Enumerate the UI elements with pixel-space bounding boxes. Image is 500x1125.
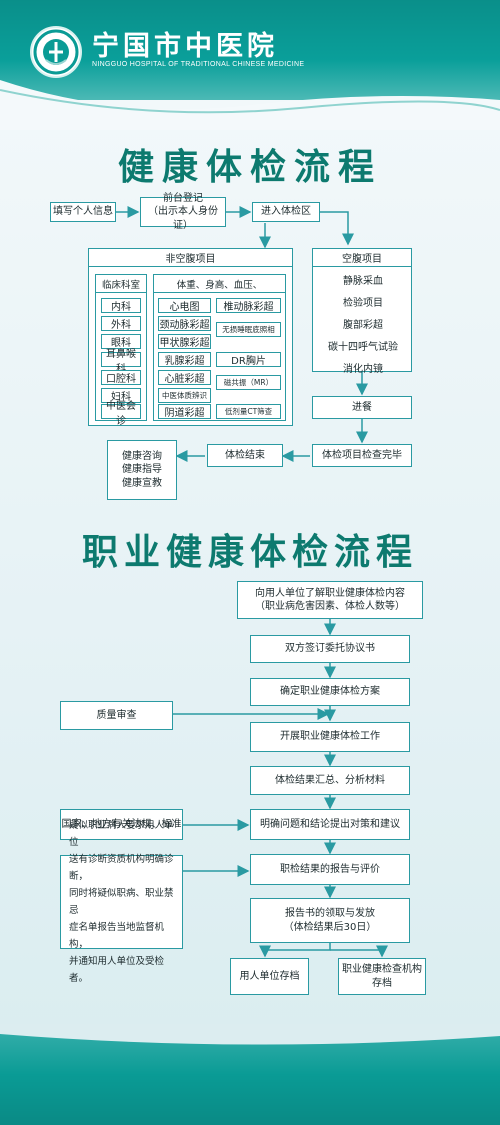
body-item: 无损睡眠底照相 xyxy=(216,322,281,337)
step-enter: 进入体检区 xyxy=(252,202,320,222)
body-item: 心脏彩超 xyxy=(158,370,211,385)
hospital-name-en: NINGGUO HOSPITAL OF TRADITIONAL CHINESE … xyxy=(92,61,305,68)
health-consult: 健康咨询 健康指导 健康宣教 xyxy=(107,440,177,500)
body-item: 磁共振（MR） xyxy=(216,375,281,390)
logo-emblem-icon xyxy=(33,29,79,75)
body-item: 椎动脉彩超 xyxy=(216,298,281,313)
step-register: 前台登记 （出示本人身份证） xyxy=(140,193,226,231)
occ-step-8: 报告书的领取与发放 （体检结果后30日） xyxy=(250,898,410,943)
side-notice: 疑似职业病人要求用人单位 送有诊断资质机构明确诊断， 同时将疑似职病、职业禁忌 … xyxy=(60,820,183,984)
nonfasting-panel: 非空腹项目 临床科室 内科 外科 眼科 耳鼻喉科 口腔科 妇科 中医会诊 体重、… xyxy=(88,248,293,427)
occ-step-5: 体检结果汇总、分析材料 xyxy=(250,766,410,795)
fasting-list: 静脉采血 检验项目 腹部彩超 碳十四呼气试验 消化内镜 xyxy=(313,271,413,381)
body-item: 阴道彩超 xyxy=(158,404,211,419)
body-item: 低剂量CT筛查 xyxy=(216,404,281,419)
header-bar: 宁国市中医院 NINGGUO HOSPITAL OF TRADITIONAL C… xyxy=(0,0,500,130)
clinical-item: 内科 xyxy=(101,298,141,313)
body-item: 乳腺彩超 xyxy=(158,352,211,367)
body-item: 甲状腺彩超 xyxy=(158,334,211,349)
occ-step-3: 确定职业健康体检方案 xyxy=(250,678,410,706)
body-item: 颈动脉彩超 xyxy=(158,316,211,331)
clinical-header: 临床科室 xyxy=(96,275,146,293)
body-panel: 体重、身高、血压、 心电图 颈动脉彩超 甲状腺彩超 乳腺彩超 心脏彩超 中医体质… xyxy=(153,274,286,421)
fasting-item: 静脉采血 xyxy=(343,276,383,287)
step-fill-info: 填写个人信息 xyxy=(50,202,116,222)
fasting-item: 检验项目 xyxy=(343,298,383,309)
occupational-check-title: 职业健康体检流程 xyxy=(81,531,418,573)
clinical-item: 妇科 xyxy=(101,388,141,403)
fasting-title: 空腹项目 xyxy=(313,249,411,267)
hospital-name: 宁国市中医院 xyxy=(92,31,278,62)
footer-bar xyxy=(0,1024,500,1125)
archive-employer: 用人单位存档 xyxy=(230,958,309,995)
fasting-item: 腹部彩超 xyxy=(343,320,383,331)
clinical-item: 口腔科 xyxy=(101,370,141,385)
fasting-item: 消化内镜 xyxy=(343,364,383,375)
side-laws: 国家、地方有关法规、标准 xyxy=(60,809,183,840)
clinical-item: 中医会诊 xyxy=(101,401,141,427)
fasting-item: 碳十四呼气试验 xyxy=(328,342,398,353)
nonfasting-title: 非空腹项目 xyxy=(89,249,292,267)
occ-step-4: 开展职业健康体检工作 xyxy=(250,722,410,752)
step-end: 体检结束 xyxy=(207,444,283,467)
occ-step-1: 向用人单位了解职业健康体检内容 （职业病危害因素、体检人数等） xyxy=(237,581,423,619)
side-quality: 质量审查 xyxy=(60,701,173,730)
hospital-logo xyxy=(30,26,82,78)
occ-step-2: 双方签订委托协议书 xyxy=(250,635,410,663)
clinical-panel: 临床科室 内科 外科 眼科 耳鼻喉科 口腔科 妇科 中医会诊 xyxy=(95,274,147,427)
archive-institution: 职业健康检查机构 存档 xyxy=(338,958,426,995)
body-item: 中医体质辨识 xyxy=(158,388,211,403)
occ-step-7: 职检结果的报告与评价 xyxy=(250,854,410,885)
health-check-title: 健康体检流程 xyxy=(117,146,382,188)
body-header: 体重、身高、血压、 xyxy=(154,275,285,293)
clinical-item: 眼科 xyxy=(101,334,141,349)
occ-step-6: 明确问题和结论提出对策和建议 xyxy=(250,809,410,840)
header-wave xyxy=(0,80,500,130)
footer-wave xyxy=(0,1024,500,1045)
clinical-item: 外科 xyxy=(101,316,141,331)
body-item: 心电图 xyxy=(158,298,211,313)
clinical-item: 耳鼻喉科 xyxy=(101,349,141,375)
step-complete: 体检项目检查完毕 xyxy=(312,444,412,467)
body-item: DR胸片 xyxy=(216,352,281,367)
step-meal: 进餐 xyxy=(312,396,412,419)
fasting-panel: 空腹项目 静脉采血 检验项目 腹部彩超 碳十四呼气试验 消化内镜 xyxy=(312,248,412,375)
